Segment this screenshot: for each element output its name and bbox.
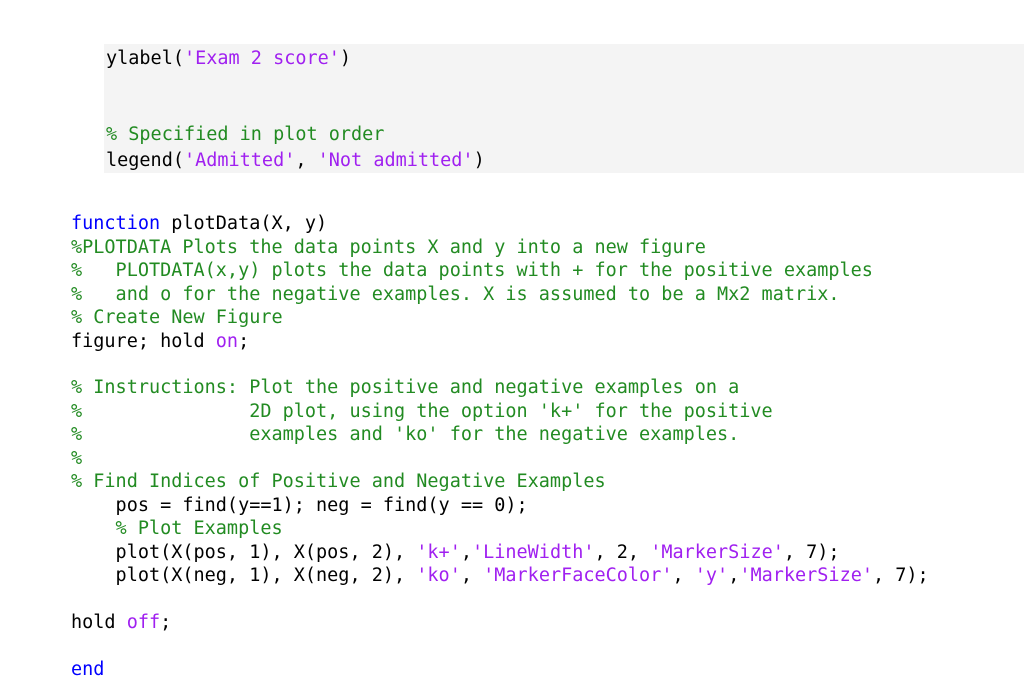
code-line-plot-negative: plot(X(neg, 1), X(neg, 2), 'ko', 'Marker… [71,564,929,588]
code-comment: % examples and 'ko' for the negative exa… [71,424,740,445]
code-comment: % Instructions: Plot the positive and ne… [71,377,740,398]
code-line-ylabel: ylabel('Exam 2 score') [106,47,351,71]
code-text: ) [473,150,485,171]
code-text: , [460,542,472,563]
code-string: 'Admitted' [183,150,296,171]
code-comment: % Plot Examples [71,518,283,539]
code-text: plotData(X, y) [160,213,328,234]
code-text: , [672,565,695,586]
code-text: , [460,565,484,586]
code-line-function: function plotData(X, y) [71,212,327,236]
code-line-comment: % and o for the negative examples. X is … [71,283,840,307]
code-string: 'ko' [416,565,461,586]
code-text: ; [160,612,172,633]
code-string: 'LineWidth' [471,542,595,563]
code-string: 'Exam 2 score' [183,48,340,69]
code-text: , 7); [783,542,840,563]
code-text: plot(X(neg, 1), X(neg, 2), [71,565,417,586]
code-line-comment: %PLOTDATA Plots the data points X and y … [71,236,706,260]
code-comment: % 2D plot, using the option 'k+' for the… [71,401,773,422]
code-string: 'k+' [416,542,461,563]
code-text: figure; hold [71,331,216,352]
code-line-legend: legend('Admitted', 'Not admitted') [106,149,485,173]
code-line-comment: % examples and 'ko' for the negative exa… [71,423,739,447]
code-text: ) [339,48,352,69]
code-snippet-panel [104,44,1024,173]
code-text: , [728,565,740,586]
code-line-find: pos = find(y==1); neg = find(y == 0); [71,494,528,518]
code-text: ylabel( [106,48,184,69]
code-line-comment: % [71,447,82,471]
code-comment: % PLOTDATA(x,y) plots the data points wi… [71,260,873,281]
code-comment: % Create New Figure [71,307,283,328]
code-string: on [215,331,239,352]
code-line-hold-off: hold off; [71,611,171,635]
code-line-comment: % Specified in plot order [106,123,384,147]
code-string: off [126,612,161,633]
code-line-figure: figure; hold on; [71,330,249,354]
code-line-comment: % Find Indices of Positive and Negative … [71,470,606,494]
code-text: pos = find(y==1); neg = find(y == 0); [71,495,528,516]
code-text: plot(X(pos, 1), X(pos, 2), [71,542,417,563]
code-line-comment: % Create New Figure [71,306,283,330]
code-keyword: end [71,659,105,680]
code-string: 'MarkerSize' [650,542,784,563]
code-text: , 7); [872,565,929,586]
code-text: hold [71,612,127,633]
code-text: legend( [106,150,184,171]
code-line-comment: % PLOTDATA(x,y) plots the data points wi… [71,259,873,283]
code-keyword: function [71,213,161,234]
code-string: 'Not admitted' [317,150,474,171]
code-line-comment: % 2D plot, using the option 'k+' for the… [71,400,773,424]
code-string: 'MarkerFaceColor' [483,565,673,586]
code-text: , [295,150,318,171]
code-line-comment: % Plot Examples [71,517,283,541]
code-text: , 2, [594,542,651,563]
code-comment: % Specified in plot order [106,124,385,145]
code-string: 'MarkerSize' [739,565,873,586]
code-comment: %PLOTDATA Plots the data points X and y … [71,237,706,258]
code-line-plot-positive: plot(X(pos, 1), X(pos, 2), 'k+','LineWid… [71,541,840,565]
code-line-comment: % Instructions: Plot the positive and ne… [71,376,739,400]
code-string: 'y' [694,565,729,586]
code-comment: % Find Indices of Positive and Negative … [71,471,606,492]
code-text: ; [238,331,250,352]
code-line-end: end [71,658,104,682]
code-comment: % [71,448,83,469]
code-comment: % and o for the negative examples. X is … [71,284,840,305]
